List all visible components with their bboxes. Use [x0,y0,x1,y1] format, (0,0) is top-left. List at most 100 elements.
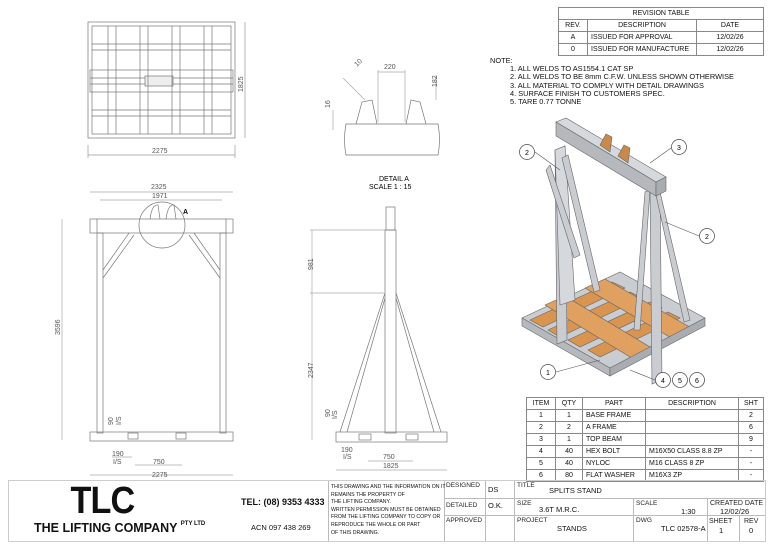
date-cell: 12/02/26 [696,31,764,44]
balloon-4 [655,372,671,388]
qty-cell: 2 [555,421,583,434]
note-item: 1. ALL WELDS TO AS1554.1 CAT SP [510,64,634,74]
balloon-3-label: 3 [677,145,681,152]
company-name: THE LIFTING COMPANY PTY LTD [34,521,205,535]
designed-value: DS [488,485,499,494]
front-offset-is: I/S [113,459,122,466]
side-lower-dim: 2347 [308,362,315,378]
qty-header: QTY [555,397,583,410]
front-pocket-dim: 750 [153,459,165,466]
dwg-label: DWG [636,517,652,524]
plan-width-dim: 2275 [152,148,168,155]
detail-a-title: DETAIL A [379,176,409,183]
side-view [310,206,448,471]
notes: NOTE: 1. ALL WELDS TO AS1554.1 CAT SP 2.… [490,56,734,107]
disclaimer-line: WRITTEN PERMISSION MUST BE OBTAINED [331,506,441,513]
side-upper-dim: 981 [308,258,315,270]
balloon-3 [671,139,687,155]
scale-value: 1:30 [681,507,696,516]
side-offset-dim: 190 [341,447,353,454]
note-item: 4. SURFACE FINISH TO CUSTOMERS SPEC. [510,88,665,98]
created-label: CREATED DATE [710,500,764,507]
disclaimer-line: OF THIS DRAWING. [331,529,380,536]
sht-cell: 6 [738,421,764,434]
description-cell [645,421,739,434]
revision-table: REVISION TABLE REV. DESCRIPTION DATE A I… [558,7,764,56]
balloons [519,139,715,388]
item-cell: 3 [526,433,556,446]
part-cell: TOP BEAM [582,433,646,446]
detail-a-view [332,70,440,156]
side-pocket-dim: 750 [383,454,395,461]
description-cell [645,433,739,446]
description-cell: M16X50 CLASS 8.8 ZP [645,445,739,458]
size-label: SIZE [517,500,532,507]
dwg-value: TLC 02578-A [661,524,706,533]
balloon-2a-label: 2 [525,150,529,157]
rev-label: REV [744,518,759,525]
front-foot-is: I/S [116,416,123,425]
balloon-6 [689,372,705,388]
approved-label: APPROVED [446,517,483,524]
project-label: PROJECT [517,517,548,524]
balloon-2a [519,144,535,160]
designed-label: DESIGNED [446,482,480,489]
front-base-dim: 2275 [152,472,168,479]
part-cell: NYLOC [582,457,646,470]
description-cell: ISSUED FOR APPROVAL [587,31,697,44]
isometric-view [521,117,706,385]
part-cell: A FRAME [582,421,646,434]
side-foot-is: I/S [332,410,339,419]
acn: ACN 097 438 269 [251,523,311,532]
part-cell: HEX BOLT [582,445,646,458]
balloon-1 [540,364,556,380]
balloon-5-label: 5 [678,378,682,385]
balloon-2b [699,228,715,244]
company-name-text: THE LIFTING COMPANY [34,521,178,535]
balloon-1-label: 1 [546,370,550,377]
title-label: TITLE [517,482,535,489]
note-item: 3. ALL MATERIAL TO COMPLY WITH DETAIL DR… [510,80,704,90]
part-cell: BASE FRAME [582,409,646,422]
detailed-value: O.K. [488,501,504,510]
notes-heading: NOTE: [490,56,513,65]
drawing-title: SPLITS STAND [549,486,602,495]
description-header: DESCRIPTION [587,19,697,32]
sht-cell: - [738,469,764,482]
revision-row: 0 ISSUED FOR MANUFACTURE 12/02/26 [558,43,764,56]
side-offset-is: I/S [343,454,352,461]
sht-cell: - [738,445,764,458]
item-cell: 4 [526,445,556,458]
front-view [61,191,234,476]
detail-height-dim: 182 [432,75,439,87]
balloon-6-label: 6 [695,378,699,385]
description-header: DESCRIPTION [645,397,739,410]
qty-cell: 40 [555,445,583,458]
created-value: 12/02/26 [720,507,750,516]
disclaimer-line: FROM THE LIFTING COMPANY TO COPY OR [331,514,441,521]
balloon-5 [672,372,688,388]
qty-cell: 1 [555,433,583,446]
front-inner-dim: 1971 [152,193,168,200]
note-item: 5. TARE 0.77 TONNE [510,97,582,107]
project-value: STANDS [557,524,587,533]
rev-cell: A [558,31,588,44]
telephone: TEL: (08) 9353 4333 [241,497,325,507]
item-cell: 1 [526,409,556,422]
date-header: DATE [696,19,764,32]
item-header: ITEM [526,397,556,410]
date-cell: 12/02/26 [696,43,764,56]
item-cell: 2 [526,421,556,434]
side-foot-dim: 90 [325,409,332,417]
sht-cell: - [738,457,764,470]
item-cell: 5 [526,457,556,470]
description-cell: M16 CLASS 8 ZP [645,457,739,470]
title-block: TLC THE LIFTING COMPANY PTY LTD TEL: (08… [8,480,766,542]
rev-cell: 0 [558,43,588,56]
